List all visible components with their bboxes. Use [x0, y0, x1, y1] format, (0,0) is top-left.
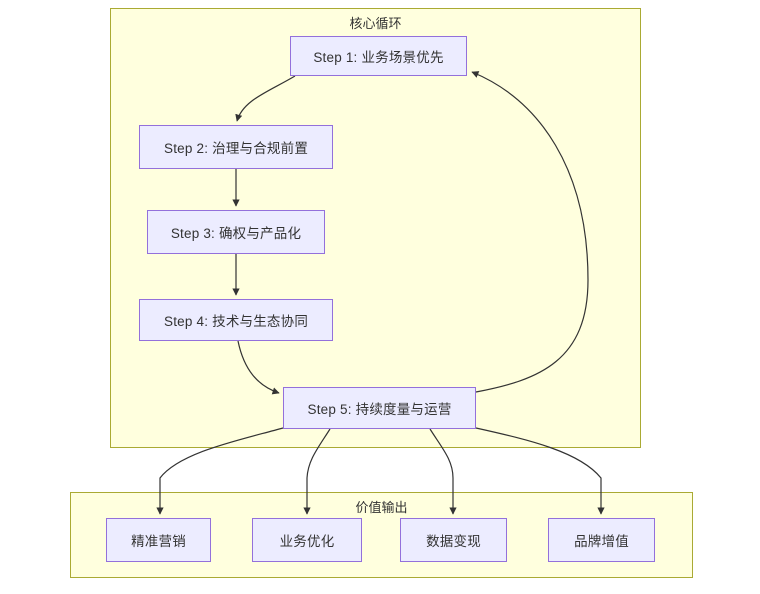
- node-step-2[interactable]: Step 2: 治理与合规前置: [139, 125, 333, 169]
- node-output-brand-value[interactable]: 品牌增值: [548, 518, 655, 562]
- node-step-3[interactable]: Step 3: 确权与产品化: [147, 210, 325, 254]
- node-output-business-optimization[interactable]: 业务优化: [252, 518, 362, 562]
- node-output-precision-marketing[interactable]: 精准营销: [106, 518, 211, 562]
- cluster-label-value-output: 价值输出: [355, 500, 408, 515]
- cluster-label-core-loop: 核心循环: [349, 16, 402, 31]
- node-step-4[interactable]: Step 4: 技术与生态协同: [139, 299, 333, 341]
- node-step-5[interactable]: Step 5: 持续度量与运营: [283, 387, 476, 429]
- node-output-data-monetization[interactable]: 数据变现: [400, 518, 507, 562]
- node-step-1[interactable]: Step 1: 业务场景优先: [290, 36, 467, 76]
